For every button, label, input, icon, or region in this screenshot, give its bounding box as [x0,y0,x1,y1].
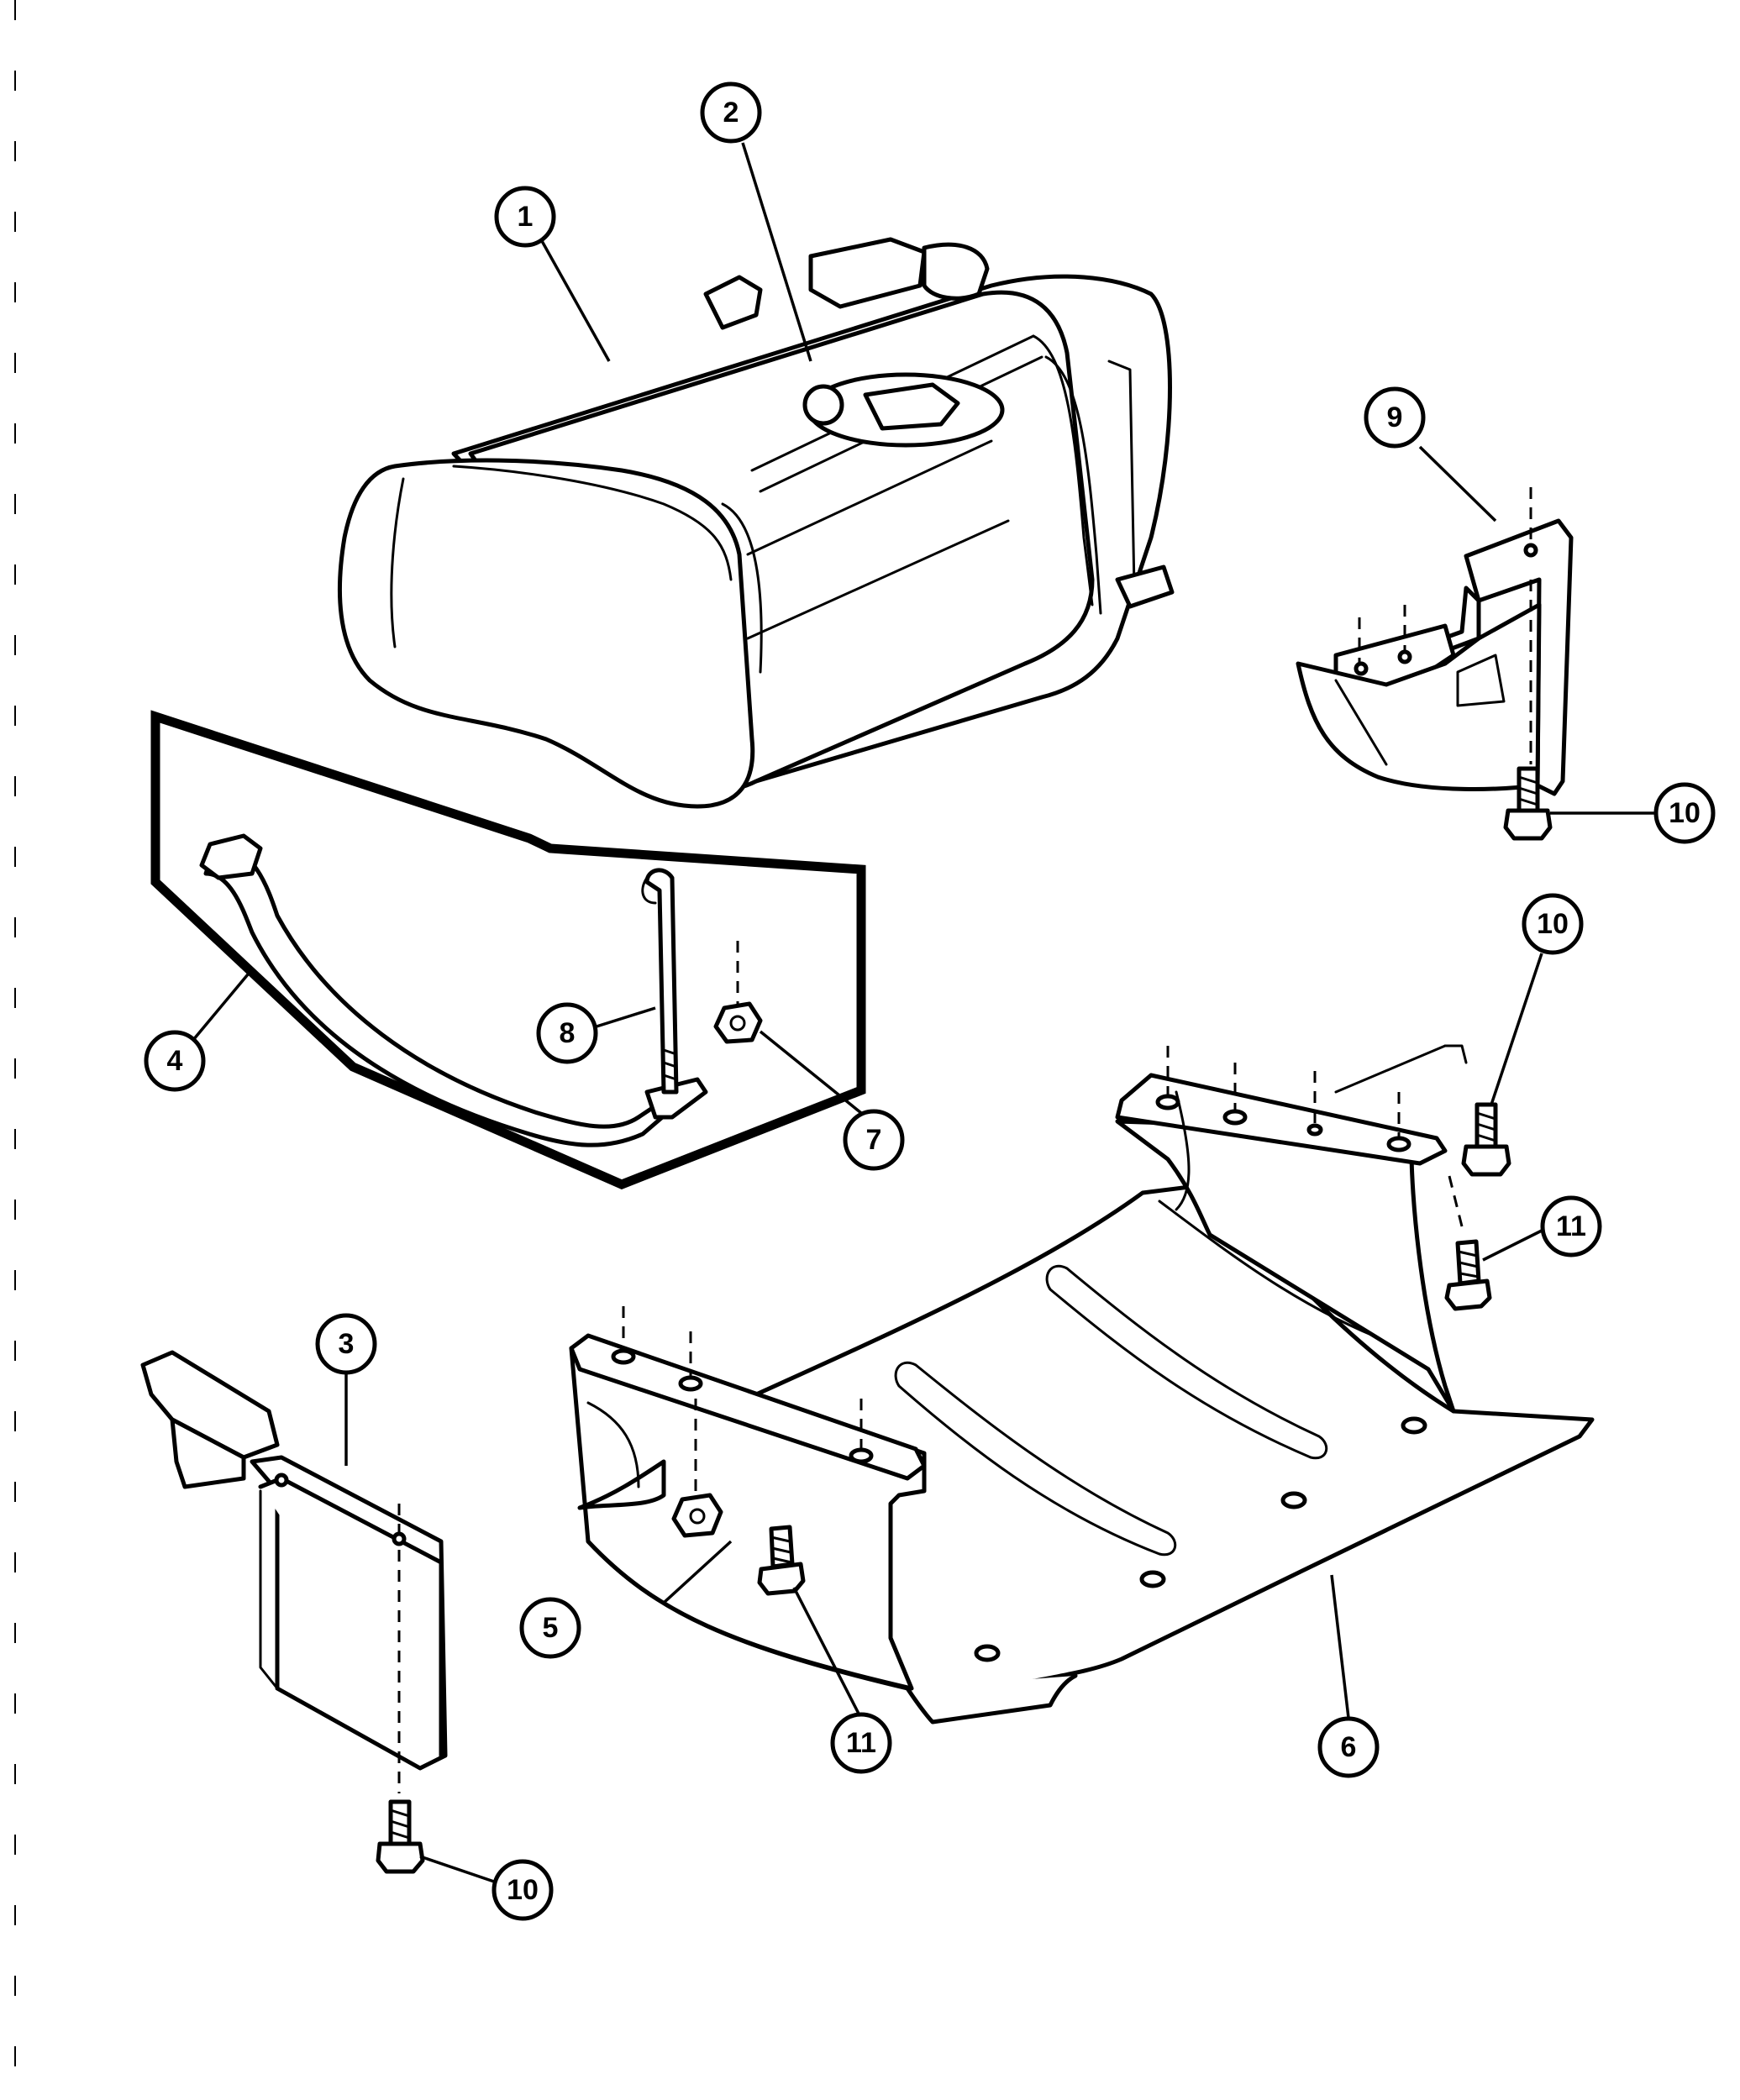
screw-10-skid-plate [1461,1102,1511,1177]
callout-3: 3 [315,1313,377,1375]
callout-9: 9 [1364,386,1426,449]
callout-label: 3 [339,1328,355,1360]
bracket-upper-right [1296,487,1574,796]
callout-label: 11 [1556,1210,1586,1242]
callout-label: 2 [723,97,739,129]
callout-6: 6 [1317,1716,1380,1778]
callout-label: 4 [167,1045,183,1077]
screw-10-upper [1503,766,1553,841]
callout-label: 7 [866,1124,882,1156]
callout-label: 10 [1669,797,1701,829]
screw-10-lower-left [376,1799,425,1874]
callout-label: 6 [1341,1731,1357,1763]
callout-10-upper: 10 [1653,782,1716,844]
nut-7 [713,941,763,1044]
callout-label: 5 [543,1612,559,1644]
callout-11-left: 11 [830,1712,892,1774]
callout-10-lower-left: 10 [492,1859,554,1921]
j-bolt [641,868,679,1095]
skid-plate [569,1044,1595,1725]
callout-label: 9 [1387,402,1403,433]
callout-label: 10 [507,1874,539,1906]
callout-7: 7 [843,1109,905,1171]
callout-5: 5 [519,1597,581,1659]
callout-label: 8 [560,1017,576,1049]
bracket-lower-left [140,1350,448,1793]
callout-4: 4 [144,1030,206,1092]
leader-lines [192,142,1655,1883]
callout-label: 11 [846,1727,876,1759]
screw-11-right [1444,1175,1492,1311]
strap-kit-outline [150,710,866,1189]
callout-11-right: 11 [1540,1195,1602,1257]
callout-1: 1 [494,186,556,248]
callout-label: 1 [518,201,534,233]
nut-5 [671,1399,723,1538]
fuel-tank [337,237,1175,809]
callout-8: 8 [536,1002,598,1064]
callout-10-skid-plate: 10 [1522,893,1584,955]
callout-label: 10 [1537,908,1569,940]
tank-strap [199,833,708,1147]
callout-2: 2 [700,81,762,144]
